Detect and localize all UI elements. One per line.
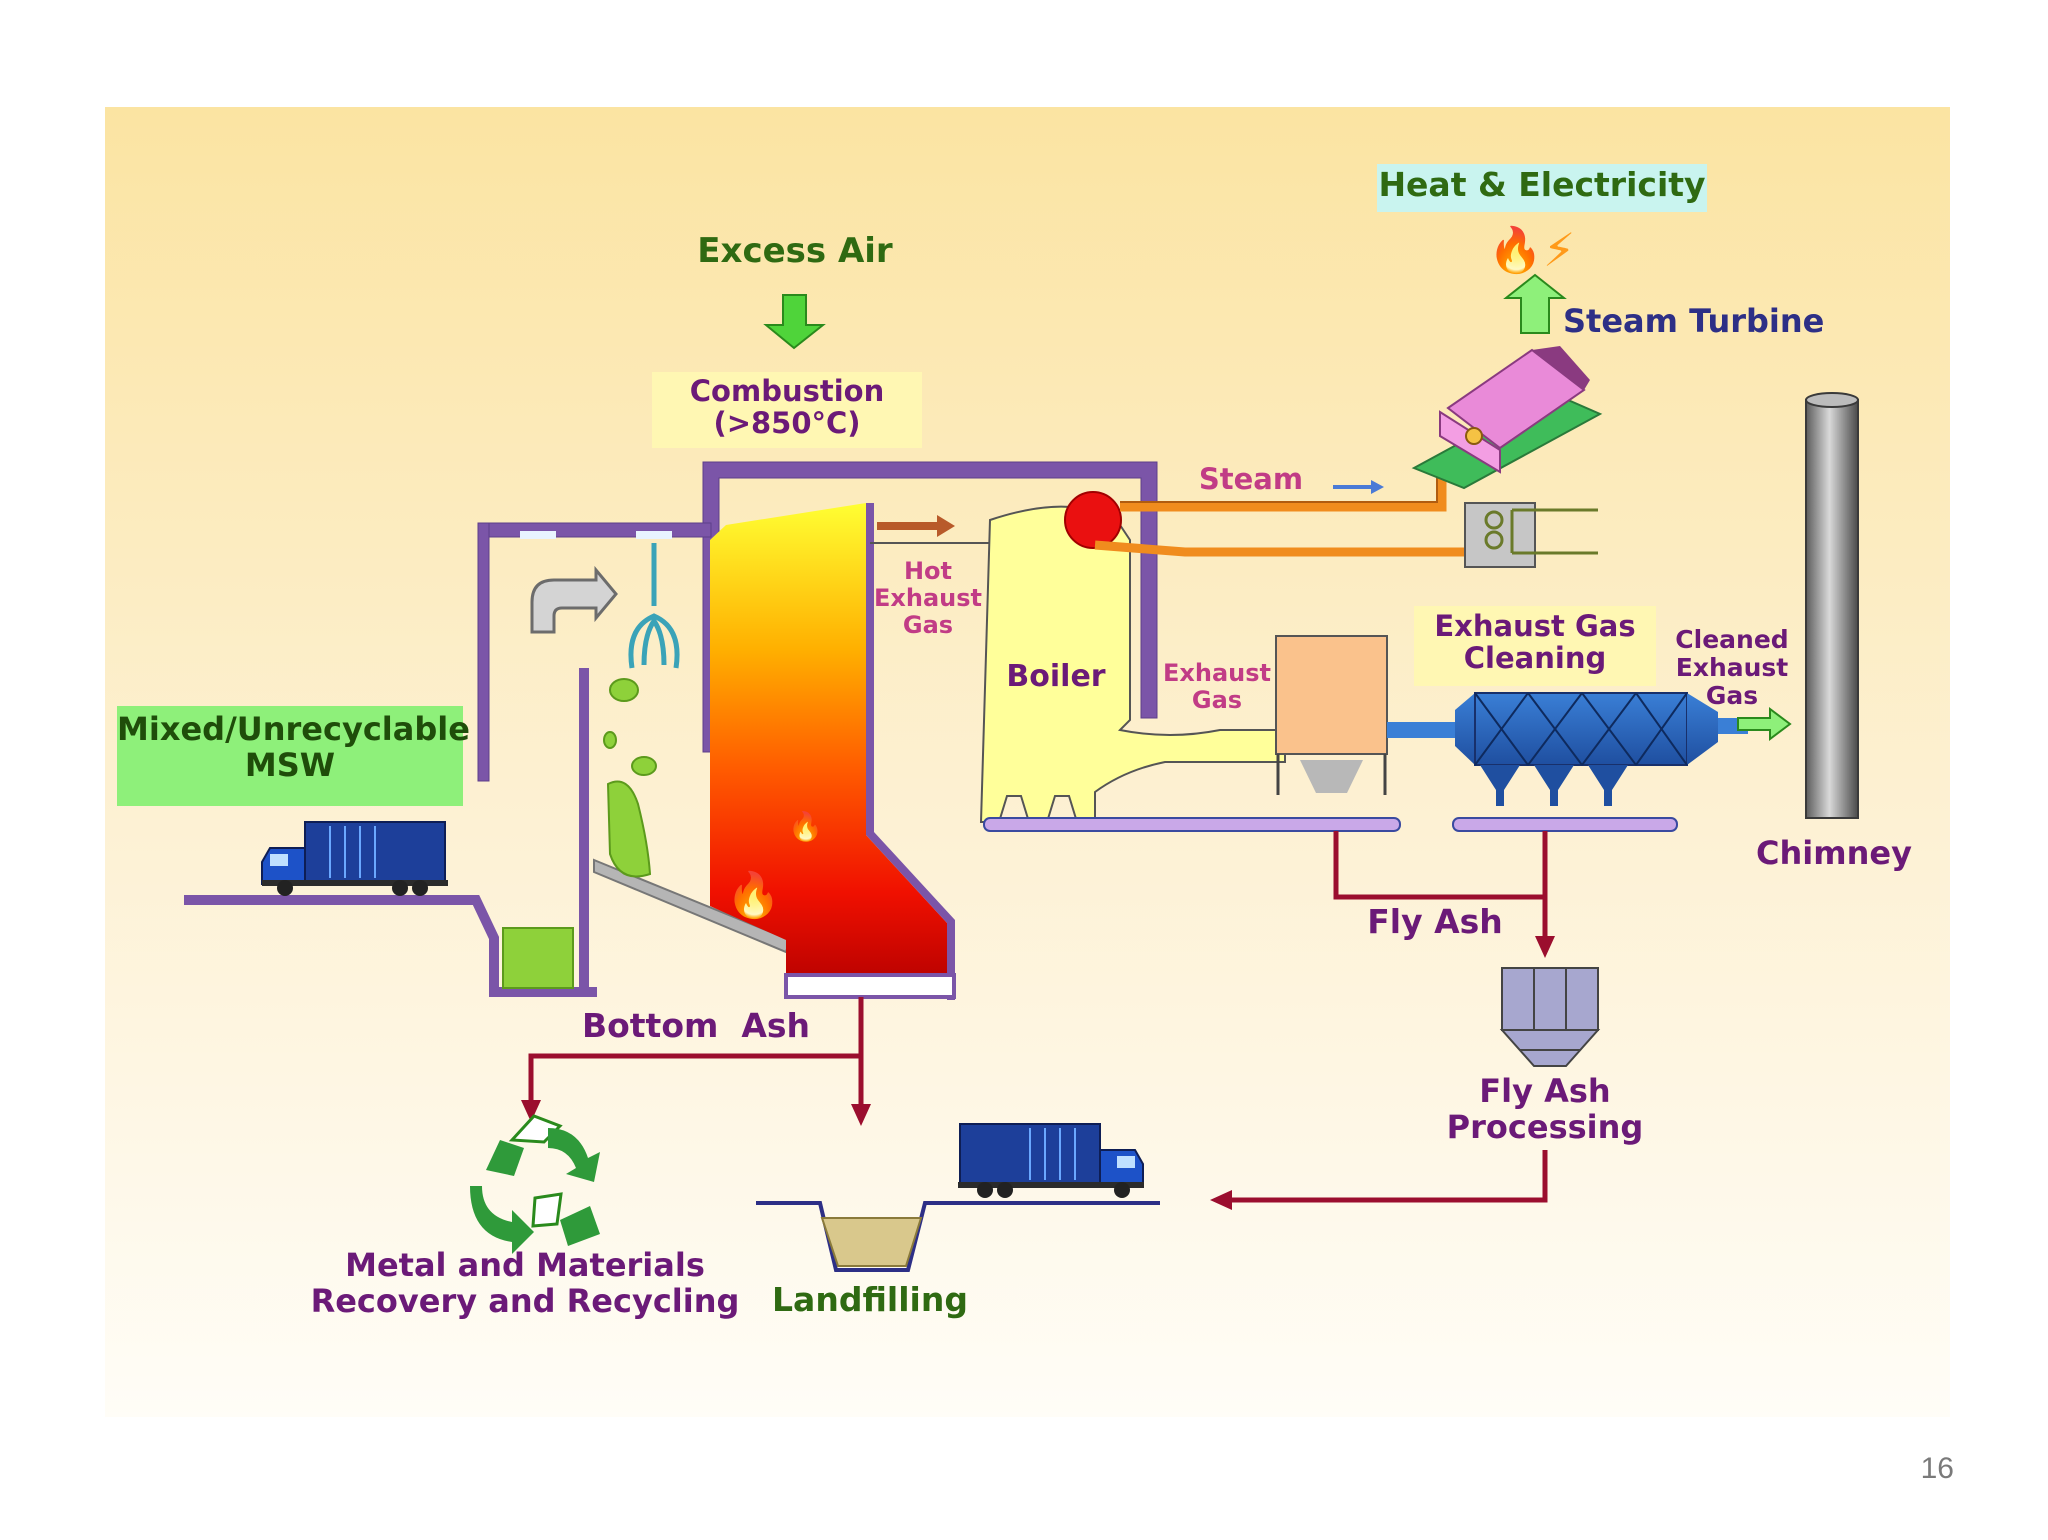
chimney <box>1805 392 1859 819</box>
fly-ash-silo <box>1499 967 1601 1067</box>
msw-label: Mixed/Unrecyclable MSW <box>117 710 470 784</box>
bottom-ash-tray <box>784 973 956 999</box>
fly-ash-processing-label: Fly Ash Processing <box>1446 1072 1644 1146</box>
steam-pipes-outline <box>1120 474 1438 503</box>
ash-conveyor <box>983 817 1678 832</box>
page-number: 16 <box>1920 1452 1954 1485</box>
green-arrow-icon <box>1503 273 1567 334</box>
fly-ash-arrowhead <box>1535 936 1555 958</box>
truck-icon <box>261 821 448 896</box>
excess-air-label: Excess Air <box>697 231 893 271</box>
combustion-box <box>652 372 922 448</box>
truck-icon <box>958 1123 1144 1198</box>
precipitator-hopper <box>1300 760 1363 793</box>
hot-exhaust-arrow <box>877 515 955 537</box>
bottom-ash-arrowhead <box>521 1100 541 1122</box>
steam-drum <box>1064 491 1122 549</box>
condenser-coil <box>1484 508 1598 555</box>
exhaust-gas-cleaning-label: Exhaust Gas Cleaning <box>1434 609 1636 676</box>
grab-crane-icon <box>628 543 680 669</box>
msw-box <box>117 706 463 806</box>
recycle-icon <box>470 1114 600 1254</box>
bottom-ash-flow-lines <box>528 997 864 1109</box>
fly-ash-arrowhead <box>1210 1190 1232 1210</box>
steam-turbine-label: Steam Turbine <box>1563 302 1825 340</box>
flame-icon: 🔥 <box>788 810 823 843</box>
flame-icon: 🔥 <box>726 870 781 921</box>
steam-label: Steam <box>1198 462 1304 496</box>
precipitator-box <box>1275 635 1388 755</box>
hopper-rail-marker <box>636 531 672 539</box>
chimney-label: Chimney <box>1756 834 1912 872</box>
heat-electricity-box <box>1377 164 1707 212</box>
metal-recovery-label: Metal and Materials Recovery and Recycli… <box>310 1246 740 1320</box>
fly-ash-label: Fly Ash <box>1367 902 1503 941</box>
feed-chute <box>184 668 597 997</box>
falling-waste <box>603 678 657 878</box>
landfilling-label: Landfilling <box>772 1280 968 1319</box>
scrubber-unit <box>1387 692 1748 806</box>
bottom-ash-label: Bottom Ash <box>581 1006 811 1045</box>
flame-icon: 🔥 <box>1488 225 1543 276</box>
feed-direction-arrow <box>530 565 618 634</box>
cleaned-exhaust-gas-label: Cleaned Exhaust Gas <box>1675 625 1789 710</box>
condenser-box <box>1464 502 1536 568</box>
steam-turbine-icon <box>1411 346 1603 490</box>
waste-pile <box>502 927 574 989</box>
exhaust-cleaning-box <box>1414 606 1656 686</box>
furnace-fire <box>710 503 947 990</box>
steam-direction-arrow <box>1333 480 1384 494</box>
exhaust-gas-label: Exhaust Gas <box>1163 659 1271 714</box>
heat-electricity-label: Heat & Electricity <box>1378 165 1706 204</box>
boiler-label: Boiler <box>1006 659 1106 694</box>
hopper-rail-marker <box>520 531 556 539</box>
lightning-icon: ⚡ <box>1543 223 1575 277</box>
fly-ash-flow-lines <box>1230 831 1548 1203</box>
steam-pipes <box>1094 474 1465 557</box>
combustion-label: Combustion (>850°C) <box>689 374 885 441</box>
landfill-pit <box>756 1201 1160 1272</box>
hot-exhaust-gas-label: Hot Exhaust Gas <box>874 557 982 639</box>
excess-air-arrow <box>763 294 826 350</box>
bottom-ash-arrowhead <box>851 1104 871 1126</box>
green-arrow-icon <box>1737 707 1792 741</box>
